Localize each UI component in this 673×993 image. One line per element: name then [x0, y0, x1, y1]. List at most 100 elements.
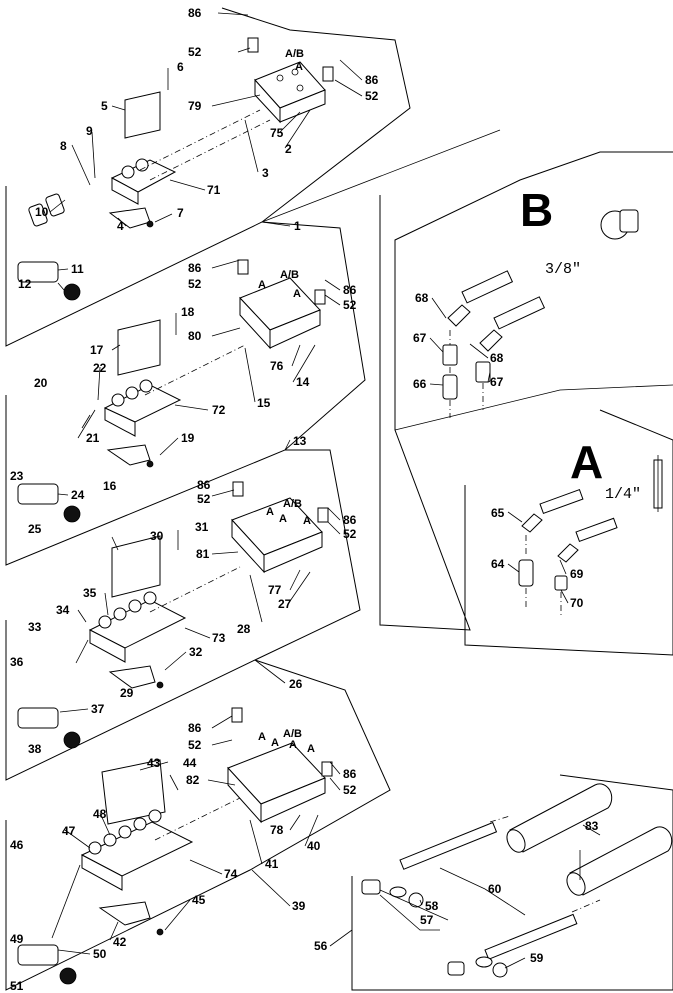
- callout-69: 69: [570, 567, 584, 581]
- fitting-67a: [442, 344, 458, 375]
- marker-a-1: A: [295, 61, 303, 73]
- callout-5: 5: [101, 99, 108, 113]
- marker-ab-26: A/B: [283, 498, 302, 510]
- fitting-68b: [479, 296, 546, 352]
- callout-45: 45: [192, 893, 206, 907]
- callout-25: 25: [28, 522, 42, 536]
- callout-49: 49: [10, 932, 24, 946]
- callout-52: 52: [188, 738, 202, 752]
- marker-ab-13: A/B: [280, 269, 299, 281]
- callout-20: 20: [34, 376, 48, 390]
- callout-52: 52: [365, 89, 379, 103]
- callout-3: 3: [262, 166, 269, 180]
- callout-14: 14: [296, 375, 310, 389]
- callout-67: 67: [413, 331, 427, 345]
- callout-12: 12: [18, 277, 32, 291]
- leader-lines: [49, 12, 569, 969]
- callout-57: 57: [420, 913, 434, 927]
- callout-29: 29: [120, 686, 134, 700]
- fitting-65: [521, 488, 584, 555]
- callout-72: 72: [212, 403, 226, 417]
- callout-79: 79: [188, 99, 202, 113]
- cylinder-icon: [653, 455, 663, 512]
- callout-64: 64: [491, 557, 505, 571]
- fitting-58: [389, 886, 424, 908]
- callout-27: 27: [278, 597, 292, 611]
- fitting-59: [475, 956, 508, 978]
- callout-81: 81: [196, 547, 210, 561]
- divider-line: [261, 129, 501, 223]
- fitting-57b: [447, 961, 465, 976]
- callout-labels: 86 52 6 86 52 5 79 75 9 8 2 3 71 7 10 4 …: [10, 6, 599, 993]
- callout-52: 52: [188, 277, 202, 291]
- callout-71: 71: [207, 183, 221, 197]
- callout-23: 23: [10, 469, 24, 483]
- marker-a-26a: A: [266, 506, 274, 518]
- callout-77: 77: [268, 583, 282, 597]
- hose-60b: [484, 899, 601, 960]
- callout-80: 80: [188, 329, 202, 343]
- callout-86: 86: [343, 767, 357, 781]
- marker-a-39a: A: [258, 731, 266, 743]
- callout-33: 33: [28, 620, 42, 634]
- callout-2: 2: [285, 142, 292, 156]
- inset-b: B 3/8": [442, 184, 639, 418]
- inset-b-size: 3/8": [545, 261, 581, 278]
- callout-46: 46: [10, 838, 24, 852]
- callout-42: 42: [113, 935, 127, 949]
- marker-ab-1: A/B: [285, 48, 304, 60]
- callout-36: 36: [10, 655, 24, 669]
- callout-37: 37: [91, 702, 105, 716]
- callout-11: 11: [71, 262, 84, 276]
- callout-74: 74: [224, 867, 238, 881]
- callout-60: 60: [488, 882, 502, 896]
- callout-82: 82: [186, 773, 200, 787]
- callout-10: 10: [35, 205, 49, 219]
- callout-68: 68: [415, 291, 429, 305]
- callout-32: 32: [189, 645, 203, 659]
- callout-9: 9: [86, 124, 93, 138]
- callout-59: 59: [530, 951, 544, 965]
- callout-75: 75: [270, 126, 284, 140]
- callout-78: 78: [270, 823, 284, 837]
- callout-17: 17: [90, 343, 104, 357]
- port-markers: A/B A A/B A A A/B A A A A/B A A A A: [258, 48, 315, 755]
- callout-86: 86: [188, 721, 202, 735]
- callout-15: 15: [257, 396, 271, 410]
- callout-7: 7: [177, 206, 184, 220]
- valve-assembly-39: [17, 707, 333, 985]
- callout-40: 40: [307, 839, 321, 853]
- callout-66: 66: [413, 377, 427, 391]
- marker-a-13b: A: [293, 288, 301, 300]
- fitting-64: [518, 559, 534, 610]
- callout-47: 47: [62, 824, 76, 838]
- fitting-67b: [475, 361, 491, 410]
- callout-68: 68: [490, 351, 504, 365]
- callout-86: 86: [197, 478, 211, 492]
- callout-28: 28: [237, 622, 251, 636]
- callout-6: 6: [177, 60, 184, 74]
- hose-60a: [399, 815, 511, 870]
- callout-13: 13: [293, 434, 307, 448]
- callout-51: 51: [10, 979, 24, 993]
- callout-34: 34: [56, 603, 70, 617]
- panel-1-outline: [5, 7, 411, 347]
- callout-19: 19: [181, 431, 195, 445]
- callout-22: 22: [93, 361, 107, 375]
- callout-21: 21: [86, 431, 100, 445]
- inset-b-letter: B: [520, 184, 553, 236]
- callout-43: 43: [147, 756, 161, 770]
- inset-a-outline: [464, 409, 673, 656]
- callout-48: 48: [93, 807, 107, 821]
- callout-56: 56: [314, 939, 328, 953]
- callout-52: 52: [197, 492, 211, 506]
- valve-assembly-26: [17, 481, 329, 749]
- valve-assembly-1: [17, 37, 334, 301]
- marker-a-26b: A: [279, 513, 287, 525]
- callout-31: 31: [195, 520, 209, 534]
- marker-a-39b: A: [271, 737, 279, 749]
- marker-a-13a: A: [258, 279, 266, 291]
- callout-70: 70: [570, 596, 584, 610]
- valve-assembly-13: [17, 259, 326, 523]
